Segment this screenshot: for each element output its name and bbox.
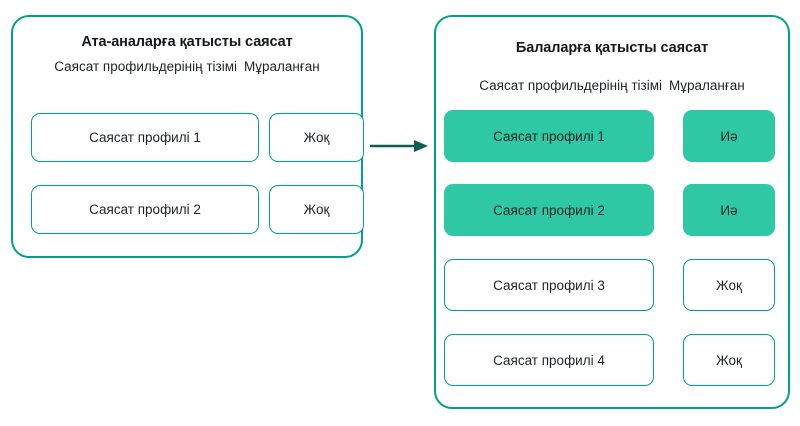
child-policy-row: Саясат профилі 2 Иә	[444, 184, 775, 236]
child-policy-inherited-box[interactable]: Жоқ	[683, 259, 775, 311]
parent-policy-row: Саясат профилі 1 Жоқ	[31, 113, 364, 162]
parent-policy-inherited-box[interactable]: Жоқ	[269, 185, 364, 234]
child-panel-title: Балаларға қатысты саясат	[515, 40, 709, 56]
child-policy-profile-box[interactable]: Саясат профилі 1	[444, 110, 654, 162]
inheritance-flow-arrow	[368, 132, 430, 160]
child-policy-profile-box[interactable]: Саясат профилі 3	[444, 259, 654, 311]
child-policy-inherited-box[interactable]: Иә	[683, 184, 775, 236]
child-policy-profile-box[interactable]: Саясат профилі 4	[444, 334, 654, 386]
parent-policy-row: Саясат профилі 2 Жоқ	[31, 185, 364, 234]
child-policy-inherited-box[interactable]: Жоқ	[683, 334, 775, 386]
child-panel-header: Балаларға қатысты саясат Саясат профильд…	[436, 39, 788, 95]
child-subhead-profiles-label: Саясат профильдерінің тізімі	[479, 78, 662, 93]
child-policy-row: Саясат профилі 1 Иә	[444, 110, 775, 162]
child-subhead-inherited-label: Мұраланған	[668, 78, 745, 93]
parent-subhead-inherited-label: Мұраланған	[243, 59, 320, 74]
parent-policy-profile-box[interactable]: Саясат профилі 1	[31, 113, 259, 162]
parent-panel-title: Ата-аналарға қатысты саясат	[81, 34, 293, 50]
child-policy-row: Саясат профилі 3 Жоқ	[444, 259, 775, 311]
right-arrow-icon	[370, 140, 428, 152]
parent-panel-header: Ата-аналарға қатысты саясат Саясат профи…	[13, 33, 361, 76]
child-panel-subheader: Саясат профильдерінің тізімі Мұраланған	[436, 77, 788, 95]
parent-subhead-profiles-label: Саясат профильдерінің тізімі	[54, 59, 237, 74]
child-policy-profile-box[interactable]: Саясат профилі 2	[444, 184, 654, 236]
parent-panel-subheader: Саясат профильдерінің тізімі Мұраланған	[13, 58, 361, 76]
parent-policy-inherited-box[interactable]: Жоқ	[269, 113, 364, 162]
parent-policy-profile-box[interactable]: Саясат профилі 2	[31, 185, 259, 234]
child-policy-inherited-box[interactable]: Иә	[683, 110, 775, 162]
child-policy-row: Саясат профилі 4 Жоқ	[444, 334, 775, 386]
